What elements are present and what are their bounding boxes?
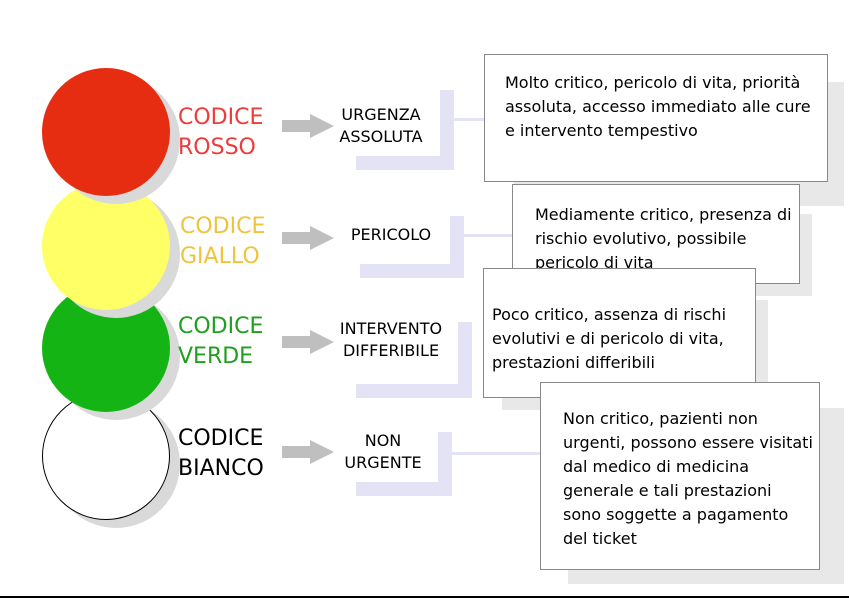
desc-verde-text: Poco critico, assenza di rischi evolutiv… xyxy=(492,305,727,372)
code-label-verde-line2: VERDE xyxy=(178,344,254,369)
level-non-urgente: NON URGENTE xyxy=(328,430,438,474)
level-rosso-line1: URGENZA xyxy=(341,105,421,124)
bracket-rosso-base xyxy=(356,156,454,170)
code-label-bianco-line1: CODICE xyxy=(178,426,264,451)
code-label-giallo-line1: CODICE xyxy=(180,214,266,239)
desc-giallo-text: Mediamente critico, presenza di rischio … xyxy=(535,205,792,272)
bracket-verde-base xyxy=(356,384,472,398)
desc-bianco-text: Non critico, pazienti non urgenti, posso… xyxy=(563,409,813,548)
code-label-rosso: CODICE ROSSO xyxy=(178,103,263,163)
circle-red xyxy=(42,68,170,196)
bracket-giallo xyxy=(450,216,464,278)
arrow-right-icon xyxy=(282,330,334,354)
bracket-bianco xyxy=(438,432,452,496)
bracket-giallo-base xyxy=(360,264,464,278)
level-bianco-line2: URGENTE xyxy=(344,453,422,472)
desc-bianco: Non critico, pazienti non urgenti, posso… xyxy=(540,382,820,570)
level-verde-line1: INTERVENTO xyxy=(339,319,443,338)
desc-verde: Poco critico, assenza di rischi evolutiv… xyxy=(483,268,756,398)
level-intervento-differibile: INTERVENTO DIFFERIBILE xyxy=(326,318,456,362)
bottom-divider xyxy=(0,596,849,598)
desc-giallo: Mediamente critico, presenza di rischio … xyxy=(512,184,800,284)
code-label-bianco: CODICE BIANCO xyxy=(178,424,264,484)
level-giallo-line1: PERICOLO xyxy=(350,225,432,244)
connector-bianco xyxy=(452,452,540,455)
bracket-rosso xyxy=(440,90,454,170)
level-bianco-line1: NON xyxy=(364,431,402,450)
connector-rosso xyxy=(454,118,484,121)
code-label-giallo-line2: GIALLO xyxy=(180,244,260,269)
code-label-giallo: CODICE GIALLO xyxy=(180,212,265,272)
arrow-right-icon xyxy=(282,226,334,250)
bracket-bianco-base xyxy=(356,482,452,496)
level-rosso-line2: ASSOLUTA xyxy=(339,127,423,146)
level-verde-line2: DIFFERIBILE xyxy=(342,341,440,360)
code-label-rosso-line2: ROSSO xyxy=(178,135,256,160)
code-label-rosso-line1: CODICE xyxy=(178,105,264,130)
code-label-verde: CODICE VERDE xyxy=(178,312,263,372)
desc-rosso-text: Molto critico, pericolo di vita, priorit… xyxy=(505,73,811,140)
connector-giallo xyxy=(464,234,512,237)
code-label-bianco-line2: BIANCO xyxy=(178,456,264,481)
code-label-verde-line1: CODICE xyxy=(178,314,264,339)
bracket-verde xyxy=(458,322,472,398)
level-pericolo: PERICOLO xyxy=(336,224,446,246)
desc-rosso: Molto critico, pericolo di vita, priorit… xyxy=(484,54,828,182)
arrow-right-icon xyxy=(282,114,334,138)
arrow-right-icon xyxy=(282,440,334,464)
level-urgenza-assoluta: URGENZA ASSOLUTA xyxy=(326,104,436,148)
